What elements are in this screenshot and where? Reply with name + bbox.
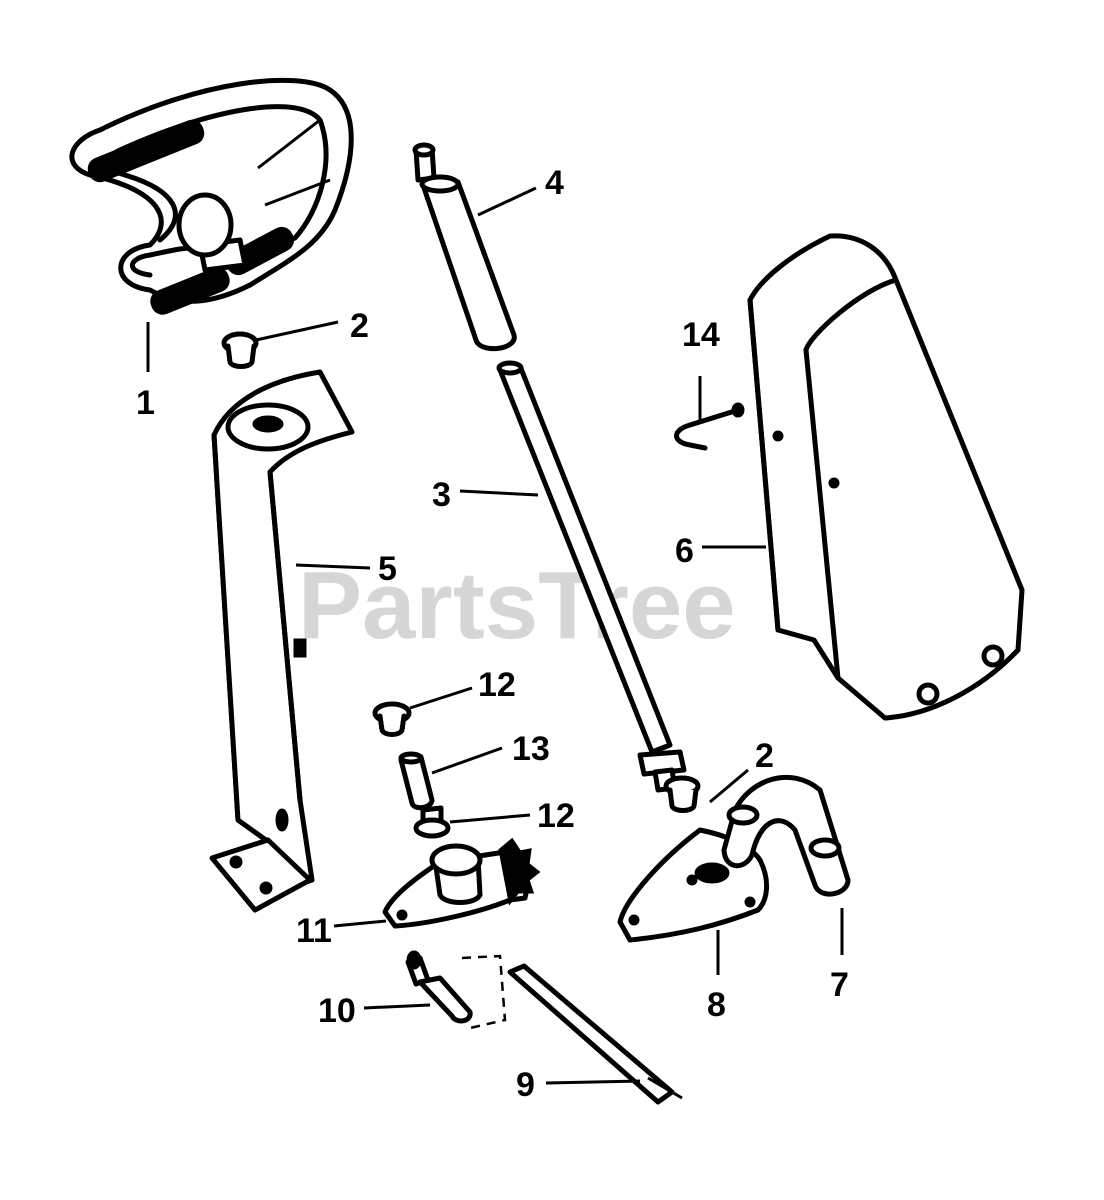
flange-bushing-upper-part[interactable]: [372, 701, 412, 737]
steering-support-part[interactable]: [209, 369, 355, 913]
drag-link-part[interactable]: [461, 954, 683, 1105]
bushing-upper-part[interactable]: [221, 331, 259, 369]
callout-2-lower: 2: [755, 737, 774, 775]
callout-4: 4: [545, 164, 564, 202]
callout-6: 6: [675, 532, 694, 570]
callout-labels: 1 2 2 3 4 5 6 7 8 9 10 11 12 12 13 14: [136, 164, 849, 1104]
console-cover-part[interactable]: [747, 233, 1025, 721]
callout-1: 1: [136, 384, 155, 422]
flange-bushing-lower-part[interactable]: [413, 805, 451, 839]
callout-7: 7: [830, 966, 849, 1004]
shaft-extension-part[interactable]: [412, 142, 517, 352]
callout-8: 8: [707, 986, 726, 1024]
callout-12-lower: 12: [537, 797, 575, 835]
steering-wheel-part[interactable]: [69, 77, 354, 316]
leader-lines: [146, 186, 844, 1085]
callout-12-upper: 12: [478, 666, 516, 704]
bushing-lower-part[interactable]: [663, 775, 701, 813]
callout-5: 5: [378, 550, 397, 588]
ball-joint-part[interactable]: [405, 950, 473, 1024]
spacer-part[interactable]: [398, 751, 435, 811]
callout-14: 14: [682, 316, 720, 354]
callout-13: 13: [512, 730, 550, 768]
pin-part[interactable]: [674, 402, 745, 451]
watermark-text: PartsTree: [298, 552, 736, 659]
steering-arm-part[interactable]: [721, 774, 851, 897]
callout-11: 11: [296, 912, 332, 950]
gear-plate-part[interactable]: [382, 837, 541, 929]
callout-3: 3: [432, 476, 451, 514]
callout-2-upper: 2: [350, 307, 369, 345]
callout-9: 9: [516, 1066, 535, 1104]
callout-10: 10: [318, 992, 356, 1030]
